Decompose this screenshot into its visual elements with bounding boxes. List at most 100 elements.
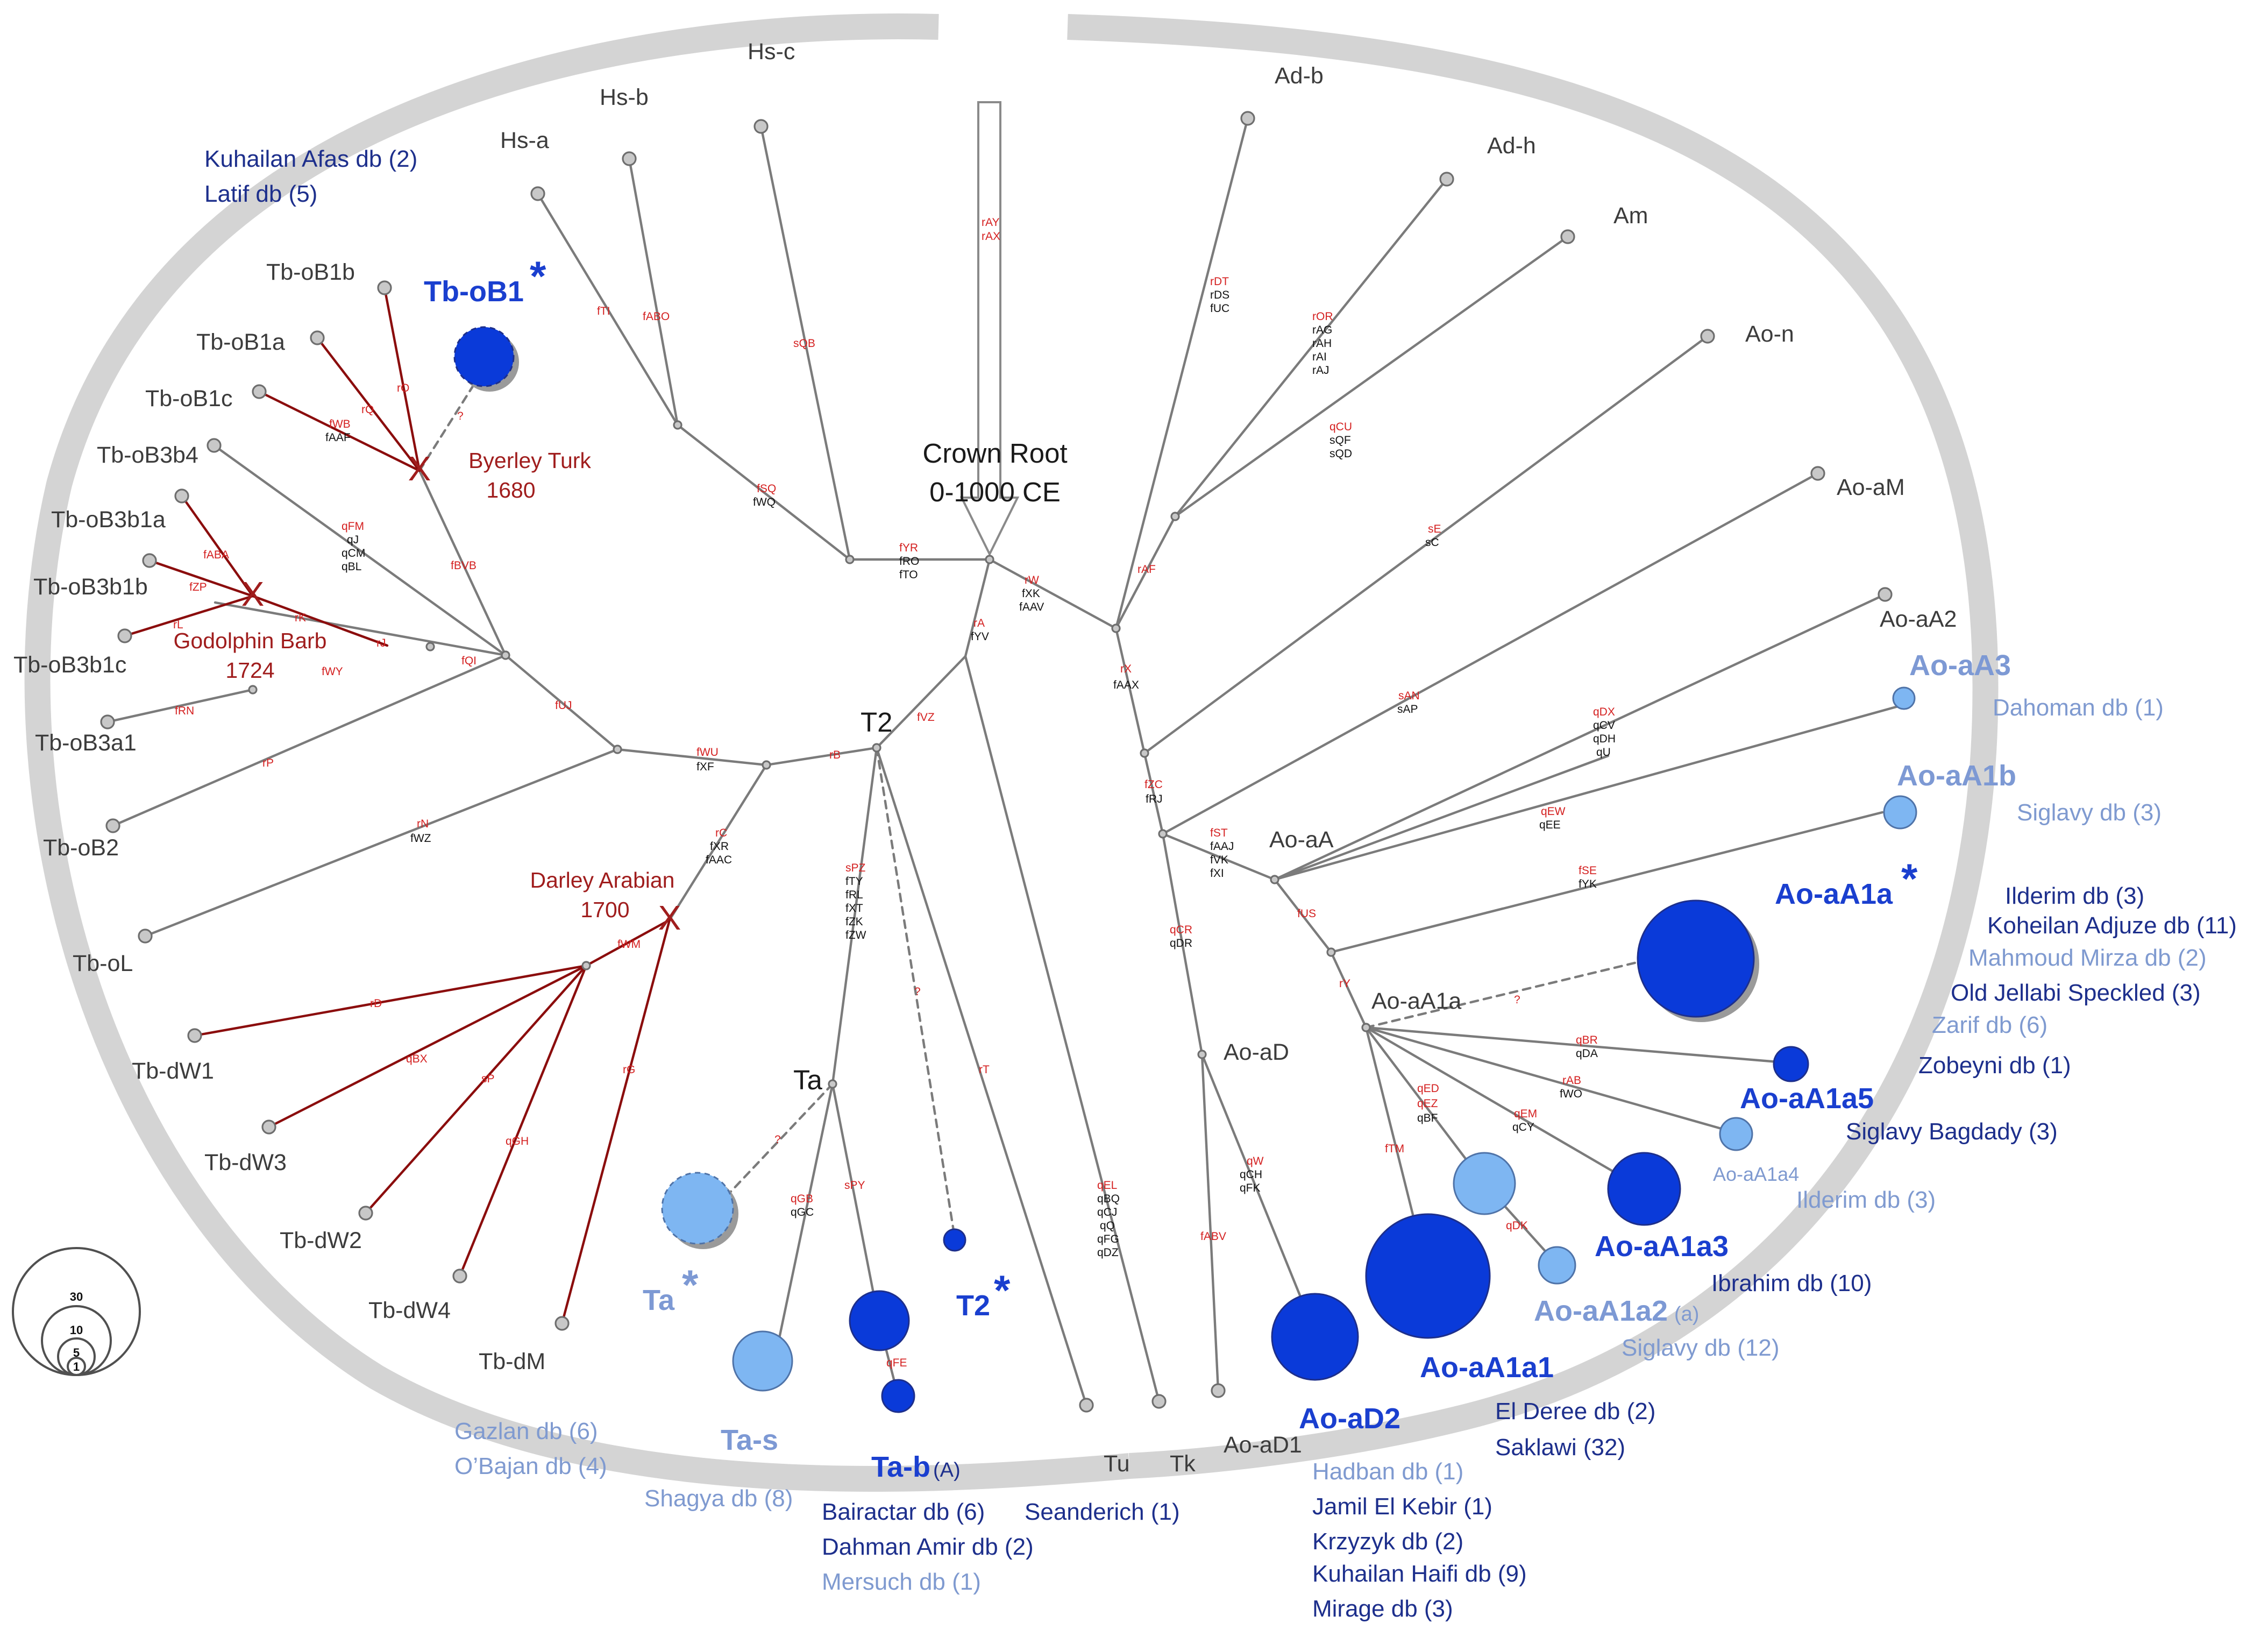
tip-tb-ob1b: [377, 280, 392, 295]
mutation-label: fYV: [971, 630, 989, 643]
tip-tb-dw1: [187, 1028, 202, 1043]
node: [1158, 829, 1168, 839]
breed-entry: Hadban db (1): [1312, 1458, 1463, 1485]
mutation-label: rAH: [1312, 337, 1332, 350]
haplotype-star: *: [994, 1266, 1011, 1314]
tip-tb-ob1c: [252, 384, 267, 399]
clade-labels: Hs-c Hs-b Hs-a Ad-b Ad-h Am Ao-n Ao-aM A…: [13, 39, 1957, 1477]
mutation-label: qEE: [1539, 819, 1561, 831]
breed-entry: Mahmoud Mirza db (2): [1968, 945, 2207, 971]
mutation-label: fQI: [461, 655, 477, 667]
node: [581, 961, 591, 970]
breed-entry: Koheilan Adjuze db (11): [1987, 912, 2237, 939]
mutation-label: qCU: [1329, 421, 1352, 433]
legend-label: 5: [73, 1346, 80, 1359]
branch: [1273, 593, 1887, 881]
breed-entry: Siglavy Bagdady (3): [1846, 1118, 2058, 1145]
circle-ao-aa1a1: [1365, 1213, 1491, 1339]
mutation-label: qJ: [347, 534, 359, 546]
godolphin-barb-name: Godolphin Barb: [174, 628, 327, 653]
breed-entry: El Deree db (2): [1495, 1398, 1655, 1425]
branch: [964, 655, 1161, 1403]
haplotype-sublabel: (a): [1674, 1303, 1699, 1326]
mutation-label: qFG: [1097, 1233, 1119, 1245]
breed-lists: Kuhailan Afas db (2) Latif db (5) Dahoma…: [204, 146, 2237, 1622]
branch: [193, 964, 588, 1037]
node: [425, 642, 435, 651]
mutation-label: sC: [1425, 536, 1439, 549]
circle-ao-aa1a2-sub: [1538, 1246, 1576, 1285]
circle-ao-aa1a3: [1607, 1152, 1681, 1226]
node-ao-ad: [1197, 1050, 1207, 1059]
branch: [560, 918, 671, 1325]
mutation-label: qBF: [1417, 1112, 1438, 1124]
breed-entry: Dahman Amir db (2): [822, 1534, 1034, 1560]
circle-t2: [943, 1228, 966, 1252]
tip-tu: [1079, 1398, 1094, 1413]
mutation-label: qDH: [1593, 733, 1616, 745]
mutation-label: sPY: [844, 1179, 865, 1192]
clade-label: Tb-oB3b1a: [51, 507, 166, 533]
branch: [773, 1082, 834, 1363]
clade-label: Ta: [793, 1065, 823, 1095]
haplotype-labels: Tb-oB1 * Ao-aA3 Ao-aA1b Ao-aA1a * Ao-aA1…: [424, 252, 2016, 1483]
mutation-label: fVK: [1210, 854, 1228, 866]
mutation-label: qEZ: [1417, 1097, 1438, 1110]
mutation-label: qFE: [886, 1357, 907, 1369]
mutation-label: qGH: [506, 1135, 529, 1147]
haplotype-label: Tb-oB1: [424, 275, 524, 308]
mutation-label: fZK: [845, 916, 863, 928]
mutation-label: fSE: [1579, 864, 1597, 877]
tip-hs-b: [622, 151, 637, 166]
branch: [180, 494, 254, 598]
mutation-label: fRJ: [1146, 793, 1163, 805]
mutation-label: rAF: [1137, 563, 1156, 576]
mutation-label: fABV: [1200, 1230, 1226, 1243]
mutation-label: fAAF: [325, 431, 351, 444]
breed-entry: Siglavy db (3): [2017, 799, 2162, 826]
tip-tb-dw2: [358, 1206, 373, 1221]
mutation-label: fVZ: [917, 711, 935, 724]
mutation-label: qBL: [342, 561, 361, 573]
clade-label: Hs-c: [748, 39, 795, 65]
haplotype-label: Ao-aA1a5: [1740, 1082, 1874, 1115]
branch: [214, 601, 507, 657]
clade-label: Tu: [1104, 1451, 1130, 1477]
mutation-label: qCJ: [1097, 1206, 1117, 1218]
haplotype-label: Ta-b: [871, 1451, 930, 1483]
mutation-label: fAAC: [706, 854, 732, 866]
crown-root-date: 0-1000 CE: [929, 477, 1061, 507]
node: [1111, 623, 1121, 633]
clade-label: Ad-b: [1275, 63, 1324, 89]
mutation-label: rB: [829, 749, 841, 761]
branch: [316, 336, 421, 472]
breed-entry: Bairactar db (6): [822, 1499, 985, 1525]
byerley-turk-marker: X: [408, 449, 431, 488]
mutation-label: fAAV: [1019, 601, 1044, 613]
mutation-label: rAG: [1312, 324, 1332, 336]
clade-label: Ao-aA2: [1880, 606, 1957, 632]
branch: [676, 423, 851, 561]
mutation-label: fXR: [710, 840, 729, 853]
branch: [148, 559, 254, 598]
tip-tb-dw3: [261, 1119, 276, 1135]
circle-ao-aa3: [1892, 686, 1916, 710]
tip-nodes: [100, 111, 1893, 1413]
node: [762, 760, 771, 770]
tip-tb-ob3b1c: [117, 628, 132, 643]
branch: [364, 964, 588, 1215]
breed-entry: Dahoman db (1): [1993, 695, 2164, 721]
mutation-label: sAN: [1398, 690, 1420, 702]
branch: [1174, 178, 1448, 518]
haplotype-label: Ao-aA1a3: [1595, 1230, 1729, 1263]
branch: [383, 286, 421, 472]
branch: [1364, 1026, 1645, 1190]
godolphin-barb-marker: X: [241, 575, 265, 613]
clade-label: Tb-oB2: [43, 835, 119, 861]
mutation-label: fWM: [617, 938, 641, 951]
branch: [267, 964, 588, 1129]
branch: [258, 390, 421, 472]
branch: [1200, 1053, 1309, 1314]
mutation-label: sQF: [1329, 434, 1351, 447]
clade-label: T2: [861, 707, 893, 738]
